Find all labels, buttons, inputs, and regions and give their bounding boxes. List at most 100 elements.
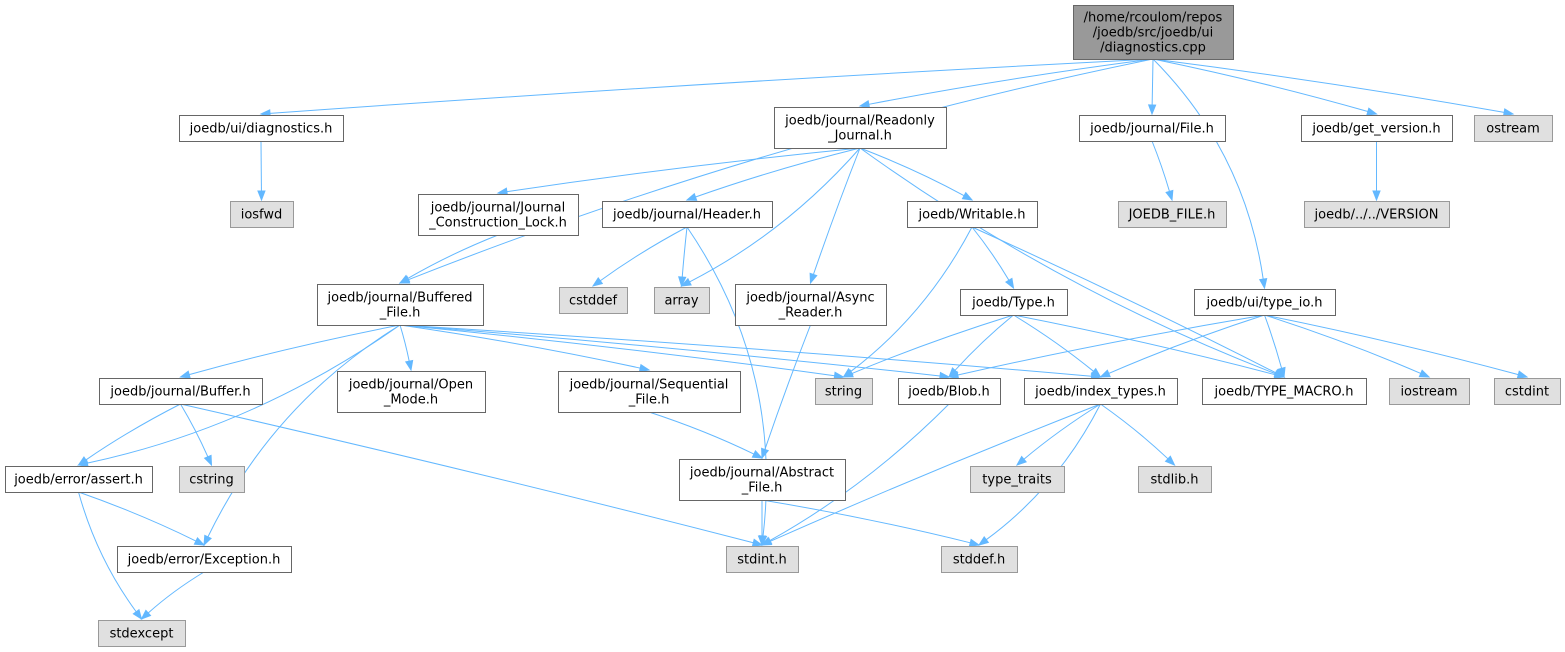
edge-ui_diagnostics_h-to-iosfwd [257,140,266,202]
edge-header_h-to-array [678,226,688,288]
node-label: joedb/journal/Async [745,291,874,306]
edge-buffer_h-to-cstring [180,403,213,467]
node-type-macro[interactable]: joedb/TYPE_MACRO.h [1202,378,1367,405]
node-cstdint: cstdint [1494,378,1561,405]
edge-buffered_file-to-open_mode [399,324,414,372]
node-exception-h[interactable]: joedb/error/Exception.h [117,546,292,573]
node-label: array [664,294,698,309]
edge-line [1264,314,1421,374]
edge-line [1264,314,1283,369]
edge-line [812,147,861,275]
edge-line [399,324,410,362]
node-label: joedb/journal/Abstract [689,466,834,481]
edge-line [1108,314,1265,374]
node-iostream: iostream [1389,378,1470,405]
edge-type_io-to-cstdint [1264,314,1529,379]
edge-arrowhead [203,534,212,547]
node-box [317,284,484,326]
edge-arrowhead [1277,366,1286,379]
node-type-h[interactable]: joedb/Type.h [960,289,1068,316]
node-box [1118,201,1227,228]
node-box [1494,378,1561,405]
node-writable[interactable]: joedb/Writable.h [907,201,1038,228]
node-jcl[interactable]: joedb/journal/Journal_Construction_Lock.… [418,194,579,236]
edge-abstract_file-to-stdint_h [757,500,767,547]
edge-arrowhead [968,538,981,547]
node-box [774,107,947,149]
edge-line [1151,140,1170,192]
edge-arrowhead [842,369,854,378]
node-box [679,459,846,501]
node-label: joedb/Type.h [971,296,1055,311]
edge-arrowhead [757,535,767,547]
node-blob-h[interactable]: joedb/Blob.h [898,378,1001,405]
node-assert-h[interactable]: joedb/error/assert.h [5,466,153,493]
edge-arrowhead [1502,108,1515,117]
node-get-version[interactable]: joedb/get_version.h [1301,115,1453,142]
edge-jcl-to-buffered_file [398,234,499,284]
edge-line [1023,403,1101,460]
node-label: /home/rcoulom/repos [1084,11,1223,26]
edge-readonly_journal-to-type_macro [859,147,1286,378]
edge-arrowhead [398,274,411,284]
node-index-types[interactable]: joedb/index_types.h [1024,378,1178,405]
graph-edges [77,58,1529,621]
node-label: joedb/error/assert.h [13,473,143,488]
edge-line [506,147,861,193]
edge-arrowhead [1273,370,1286,379]
node-box [654,287,710,314]
graph-nodes: /home/rcoulom/repos/joedb/src/joedb/ui/d… [5,5,1561,647]
node-readonly-journal[interactable]: joedb/journal/Readonly_Journal.h [774,107,947,149]
node-box [726,546,799,573]
node-label: _File.h [741,481,783,496]
node-label: string [825,385,862,400]
node-box [230,201,294,228]
edge-line [189,324,401,376]
node-box [179,115,344,142]
node-box [1079,115,1226,142]
edge-arrowhead [977,535,990,546]
node-buffered-file[interactable]: joedb/journal/Buffered_File.h [317,284,484,326]
node-box [1073,5,1234,60]
node-root[interactable]: /home/rcoulom/repos/joedb/src/joedb/ui/d… [1073,5,1234,60]
node-async-reader[interactable]: joedb/journal/Async_Reader.h [735,284,887,326]
node-box [815,378,873,405]
edge-buffer_h-to-stdint_h [180,403,764,547]
node-label: stdexcept [110,627,174,642]
edge-arrowhead [751,538,764,547]
edge-type_h-to-blob_h [948,314,1014,379]
edge-arrowhead [961,191,974,201]
node-box [558,371,741,413]
edge-line [1152,58,1264,280]
node-label: joedb/journal/Open [348,378,473,393]
node-open-mode[interactable]: joedb/journal/Open_Mode.h [337,371,486,413]
edge-arrowhead [257,190,266,202]
edge-arrowhead [1099,369,1111,378]
edge-arrowhead [809,272,818,285]
edge-readonly_journal-to-jcl [496,147,861,196]
edge-file_h-to-joedb_file_h [1151,140,1174,202]
edge-abstract_file-to-stddef_h [761,499,981,547]
edge-line [859,147,965,197]
node-box [1194,289,1336,316]
edge-exception_h-to-stdexcept [140,571,205,620]
node-type-io[interactable]: joedb/ui/type_io.h [1194,289,1336,316]
node-ui-diagnostics-h[interactable]: joedb/ui/diagnostics.h [179,115,344,142]
edge-arrowhead [77,456,89,466]
edge-buffer_h-to-assert_h [77,403,181,466]
node-label: joedb/journal/Sequential [569,378,729,393]
node-file-h[interactable]: joedb/journal/File.h [1079,115,1226,142]
edge-line [85,403,181,461]
edge-buffered_file-to-exception_h [203,324,401,547]
edge-arrowhead [751,450,764,459]
edge-arrowhead [1015,455,1027,466]
node-sequential-file[interactable]: joedb/journal/Sequential_File.h [558,371,741,413]
node-abstract-file[interactable]: joedb/journal/Abstract_File.h [679,459,846,501]
node-label: _File.h [379,306,421,321]
edge-line [78,491,197,542]
node-label: joedb/journal/File.h [1089,122,1214,137]
node-buffer-h[interactable]: joedb/journal/Buffer.h [99,378,263,405]
node-header-h[interactable]: joedb/journal/Header.h [602,201,773,228]
node-box [98,620,186,647]
node-box [735,284,887,326]
